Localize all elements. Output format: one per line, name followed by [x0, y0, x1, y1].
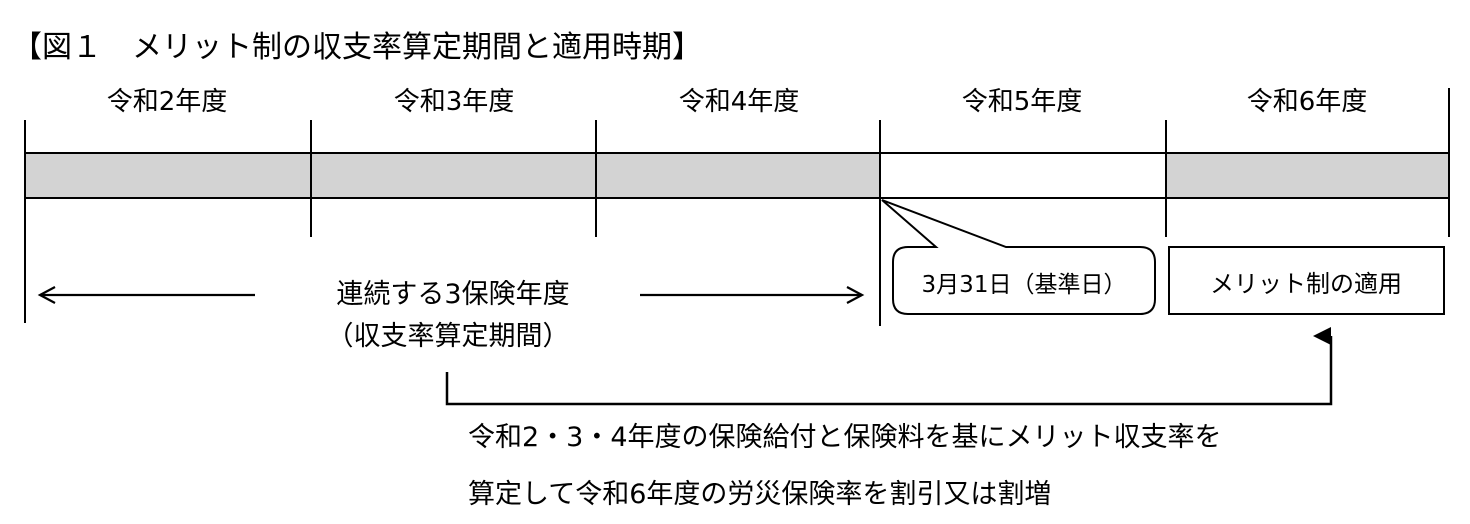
- figure-title: 【図１ メリット制の収支率算定期間と適用時期】: [12, 30, 702, 65]
- note-line-1: 令和2・3・4年度の保険給付と保険料を基にメリット収支率を: [468, 422, 1222, 453]
- reference-date-label: 3月31日（基準日）: [922, 272, 1127, 298]
- year-label-r4: 令和4年度: [679, 87, 800, 117]
- year-label-r5: 令和5年度: [962, 87, 1083, 117]
- application-box: [1168, 246, 1445, 315]
- note-line-2: 算定して令和6年度の労災保険率を割引又は割増: [468, 479, 1051, 510]
- band-segment-r5: [880, 153, 1166, 198]
- timeline-band: [25, 152, 1449, 199]
- reference-date-callout: [881, 199, 1156, 315]
- period-label: 連続する3保険年度: [336, 279, 569, 310]
- band-segment-r3: [311, 153, 596, 198]
- band-segment-r4: [596, 153, 880, 198]
- year-dividers: [24, 88, 1450, 326]
- application-label: メリット制の適用: [1210, 270, 1402, 298]
- year-label-r2: 令和2年度: [107, 87, 228, 117]
- year-label-r6: 令和6年度: [1247, 87, 1368, 117]
- period-sublabel: （収支率算定期間）: [327, 321, 570, 352]
- year-label-r3: 令和3年度: [394, 87, 515, 117]
- band-segment-r6: [1166, 153, 1449, 198]
- band-segment-r2: [25, 153, 311, 198]
- connector-arrow: [445, 327, 1333, 406]
